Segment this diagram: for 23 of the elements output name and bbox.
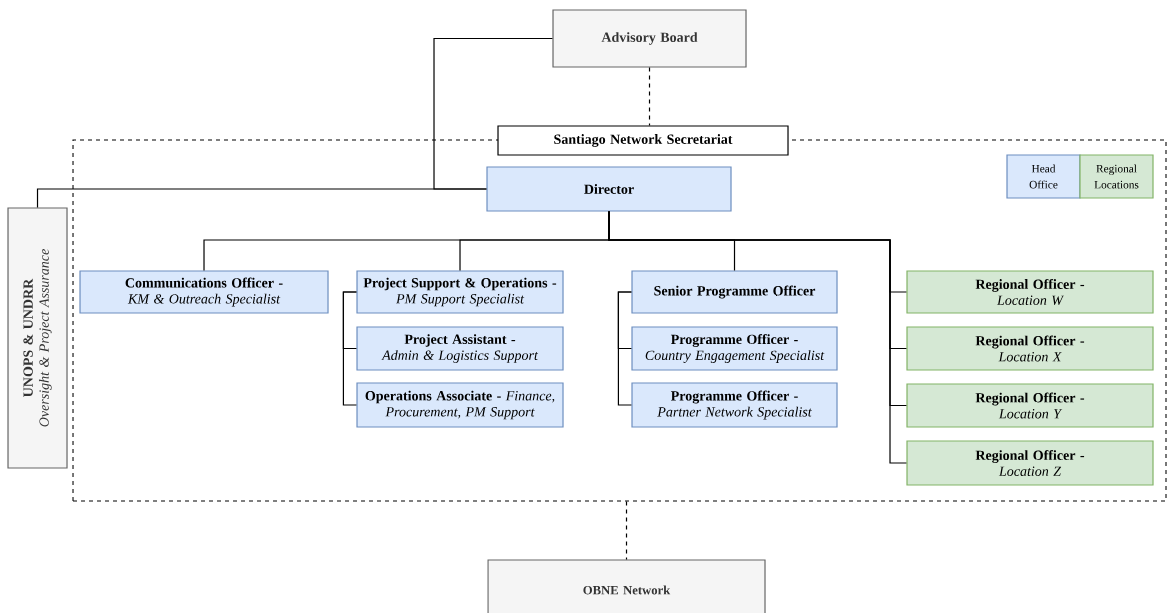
connector-line	[342, 291, 357, 406]
role-box: Senior Programme Officer	[631, 270, 838, 314]
connector-line	[617, 291, 632, 406]
connector-line	[36, 188, 487, 208]
role-box: Director	[486, 166, 732, 212]
connector-line	[433, 37, 553, 190]
role-box: Communications Officer - KM & Outreach Specialist	[79, 270, 329, 314]
dashed-connector	[625, 500, 628, 560]
board-box: Advisory Board	[552, 9, 747, 68]
role-box: Programme Officer - Partner Network Specialist	[631, 382, 838, 428]
vertical-box: UNOPS & UNDRR Oversight & Project Assurance	[7, 207, 68, 469]
role-box: Programme Officer - Country Engagement Specialist	[631, 326, 838, 371]
role-box: Regional Officer - Location X	[906, 326, 1154, 371]
role-box: Regional Officer - Location W	[906, 270, 1154, 314]
title-box: Santiago Network Secretariat	[497, 125, 789, 156]
role-box: Project Support & Operations - PM Support Specialist	[356, 270, 564, 314]
network-box: OBNE Network	[487, 559, 766, 613]
role-box: Project Assistant - Admin & Logistics Support	[356, 326, 564, 371]
role-box: Operations Associate - Finance, Procurement, PM Support	[356, 382, 564, 428]
connector-line	[608, 211, 907, 464]
role-box: Regional Officer - Location Z	[906, 440, 1154, 486]
dashed-connector	[648, 67, 651, 126]
role-box: Regional Officer - Location Y	[906, 383, 1154, 428]
